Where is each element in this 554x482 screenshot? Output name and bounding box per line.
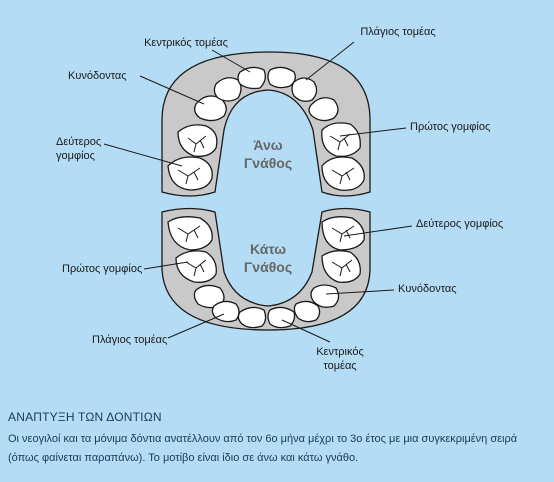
- label-upper-second-molar-line1: Δεύτερος: [56, 136, 101, 148]
- label-upper-central-incisor: Κεντρικός τομέας: [144, 37, 228, 49]
- upper-right-lateral-incisor: [291, 77, 318, 102]
- label-lower-central-incisor-line1: Κεντρικός: [316, 346, 364, 358]
- leader-lower-lateral-incisor: [167, 313, 225, 339]
- leader-lower-first-molar: [143, 261, 189, 270]
- label-upper-canine: Κυνόδοντας: [68, 70, 127, 82]
- label-lower-first-molar: Πρώτος γομφίος: [62, 263, 142, 275]
- lower-right-canine: [310, 284, 340, 308]
- label-upper-second-molar-line2: γομφίος: [56, 150, 95, 162]
- leader-upper-first-molar: [339, 127, 407, 137]
- upper-right-canine: [308, 97, 339, 122]
- caption-body: Οι νεογιλοί και τα μόνιμα δόντια ανατέλλ…: [8, 433, 518, 464]
- leader-upper-central-incisor: [211, 49, 251, 73]
- label-lower-lateral-incisor: Πλάγιος τομέας: [92, 334, 167, 346]
- caption-title: ΑΝΑΠΤΥΞΗ ΤΩΝ ΔΟΝΤΙΩΝ: [8, 410, 162, 424]
- lower-left-first-molar: [175, 250, 217, 283]
- upper-right-first-molar: [321, 122, 361, 157]
- upper-right-second-molar: [321, 156, 365, 191]
- lower-left-second-molar: [167, 216, 213, 251]
- leader-upper-lateral-incisor: [305, 41, 355, 81]
- lower-left-central-incisor: [237, 306, 267, 329]
- lower-jaw-label-line1: Κάτω: [250, 241, 286, 257]
- lower-right-first-molar: [321, 250, 361, 283]
- lower-left-lateral-incisor: [211, 300, 240, 323]
- upper-right-central-incisor: [267, 66, 296, 89]
- leader-upper-canine: [139, 75, 205, 105]
- upper-jaw-label-line1: Άνω: [253, 137, 282, 153]
- lower-right-second-molar: [321, 216, 365, 251]
- label-upper-first-molar: Πρώτος γομφίος: [410, 121, 490, 133]
- label-upper-lateral-incisor: Πλάγιος τομέας: [360, 26, 435, 38]
- label-lower-central-incisor-line2: τομέας: [323, 360, 356, 372]
- lower-right-central-incisor: [267, 306, 296, 329]
- upper-left-first-molar: [177, 124, 218, 157]
- leader-lower-central-incisor: [281, 319, 331, 343]
- upper-left-lateral-incisor: [213, 77, 242, 102]
- leader-upper-second-molar: [103, 143, 183, 167]
- teeth-diagram: Άνω Γνάθος Κάτω Γνάθος Κεντρικός τομέας …: [56, 26, 503, 372]
- lower-right-lateral-incisor: [293, 300, 321, 323]
- leader-lower-canine: [325, 289, 395, 295]
- leader-lower-second-molar: [343, 225, 413, 237]
- label-lower-canine: Κυνόδοντας: [398, 283, 457, 295]
- caption: ΑΝΑΠΤΥΞΗ ΤΩΝ ΔΟΝΤΙΩΝ Οι νεογιλοί και τα …: [8, 410, 548, 468]
- upper-jaw-label-line2: Γνάθος: [244, 155, 292, 171]
- upper-left-canine: [194, 95, 227, 122]
- upper-left-central-incisor: [237, 66, 266, 90]
- label-lower-second-molar: Δεύτερος γομφίος: [416, 218, 503, 230]
- lower-jaw-label-line2: Γνάθος: [244, 259, 292, 275]
